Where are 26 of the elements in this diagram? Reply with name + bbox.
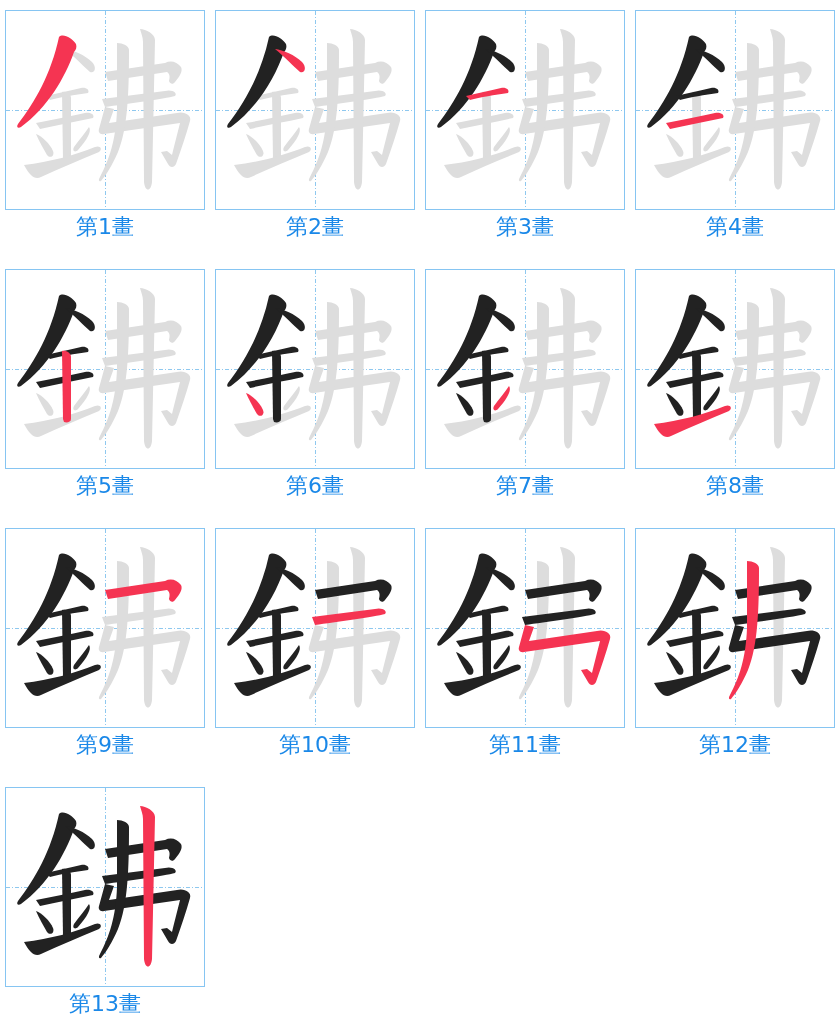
grid-box — [215, 269, 415, 469]
stroke-caption: 第6畫 — [286, 472, 344, 500]
grid-box — [635, 10, 835, 210]
stroke-caption: 第10畫 — [279, 731, 351, 759]
grid-box — [5, 787, 205, 987]
stroke-caption: 第4畫 — [706, 213, 764, 241]
grid-box — [5, 10, 205, 210]
stroke-caption: 第8畫 — [706, 472, 764, 500]
grid-box — [5, 269, 205, 469]
grid-box — [425, 269, 625, 469]
grid-box — [425, 10, 625, 210]
grid-box — [425, 528, 625, 728]
stroke-caption: 第7畫 — [496, 472, 554, 500]
grid-box — [215, 528, 415, 728]
grid-box — [5, 528, 205, 728]
stroke-caption: 第12畫 — [699, 731, 771, 759]
grid-box — [215, 10, 415, 210]
stroke-caption: 第13畫 — [69, 990, 141, 1018]
grid-box — [635, 528, 835, 728]
stroke-caption: 第5畫 — [76, 472, 134, 500]
stroke-caption: 第1畫 — [76, 213, 134, 241]
stroke-caption: 第9畫 — [76, 731, 134, 759]
stroke-caption: 第3畫 — [496, 213, 554, 241]
stroke-caption: 第2畫 — [286, 213, 344, 241]
stroke-caption: 第11畫 — [489, 731, 561, 759]
grid-box — [635, 269, 835, 469]
